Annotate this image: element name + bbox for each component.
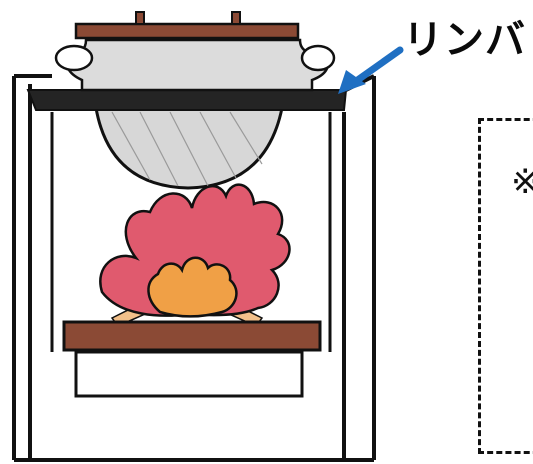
callout-label: リンバ	[403, 17, 526, 63]
ash-compartment	[74, 350, 304, 398]
note-mark: ※	[511, 165, 533, 199]
flame-inner	[147, 256, 238, 318]
pot-shading	[111, 111, 263, 187]
stove-body	[12, 74, 376, 462]
grate-board	[62, 320, 322, 352]
pot-lid	[74, 22, 300, 40]
note-box: ※	[478, 118, 533, 454]
callout-arrow	[338, 46, 404, 94]
pot-upper	[65, 38, 330, 92]
firebox	[50, 112, 332, 352]
lid-knob-right	[231, 11, 241, 25]
pot-handle-left	[54, 44, 94, 72]
rim-band	[26, 89, 348, 111]
flame-outer	[99, 183, 291, 317]
lid-knob-left	[135, 11, 145, 25]
pot-handle-right	[300, 44, 336, 72]
